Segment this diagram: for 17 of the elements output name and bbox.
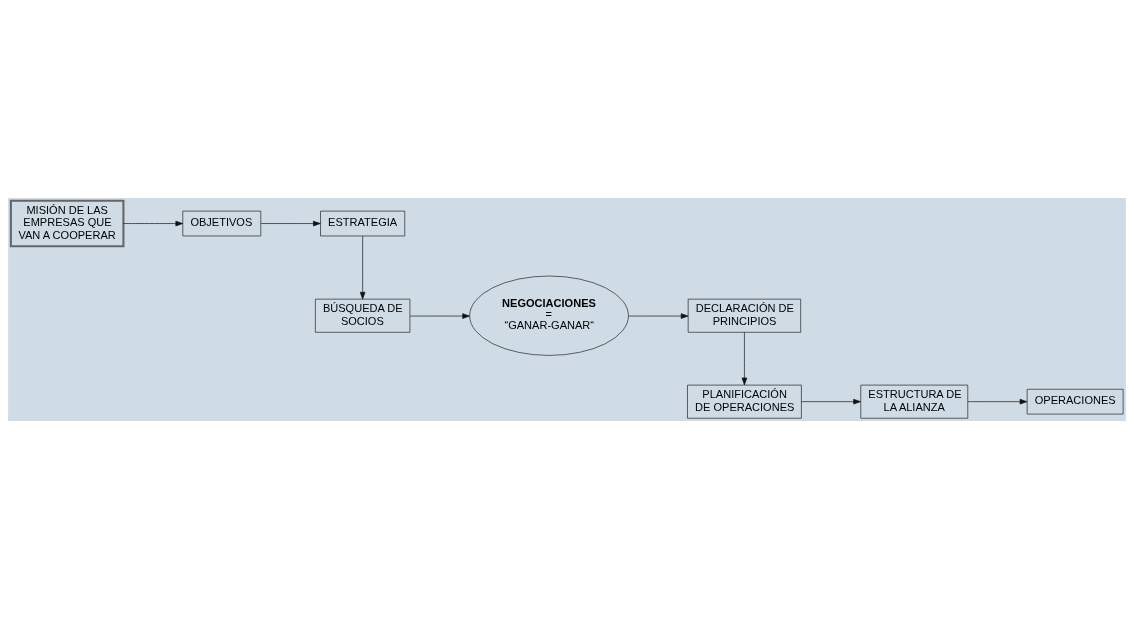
node-ellipse: NEGOCIACIONES = “GANAR-GANAR“: [469, 275, 629, 356]
arrow: [628, 313, 689, 319]
node-box: ESTRUCTURA DE LA ALIANZA: [860, 384, 969, 419]
arrow: [801, 398, 861, 405]
arrow: [409, 313, 470, 319]
arrow: [359, 235, 366, 300]
node-box: MISIÓN DE LAS EMPRESAS QUE VAN A COOPERAR: [9, 199, 125, 248]
node-box: OPERACIONES: [1026, 388, 1124, 415]
node-box: OBJETIVOS: [182, 210, 262, 237]
arrow: [967, 398, 1028, 405]
arrow: [260, 220, 321, 227]
node-box: ESTRATEGIA: [320, 210, 406, 237]
node-box: PLANIFICACIÓN DE OPERACIONES: [687, 384, 802, 419]
arrow: [741, 331, 748, 386]
node-box: BÚSQUEDA DE SOCIOS: [315, 298, 411, 333]
arrow: [123, 220, 184, 227]
node-box: DECLARACIÓN DE PRINCIPIOS: [687, 298, 802, 333]
